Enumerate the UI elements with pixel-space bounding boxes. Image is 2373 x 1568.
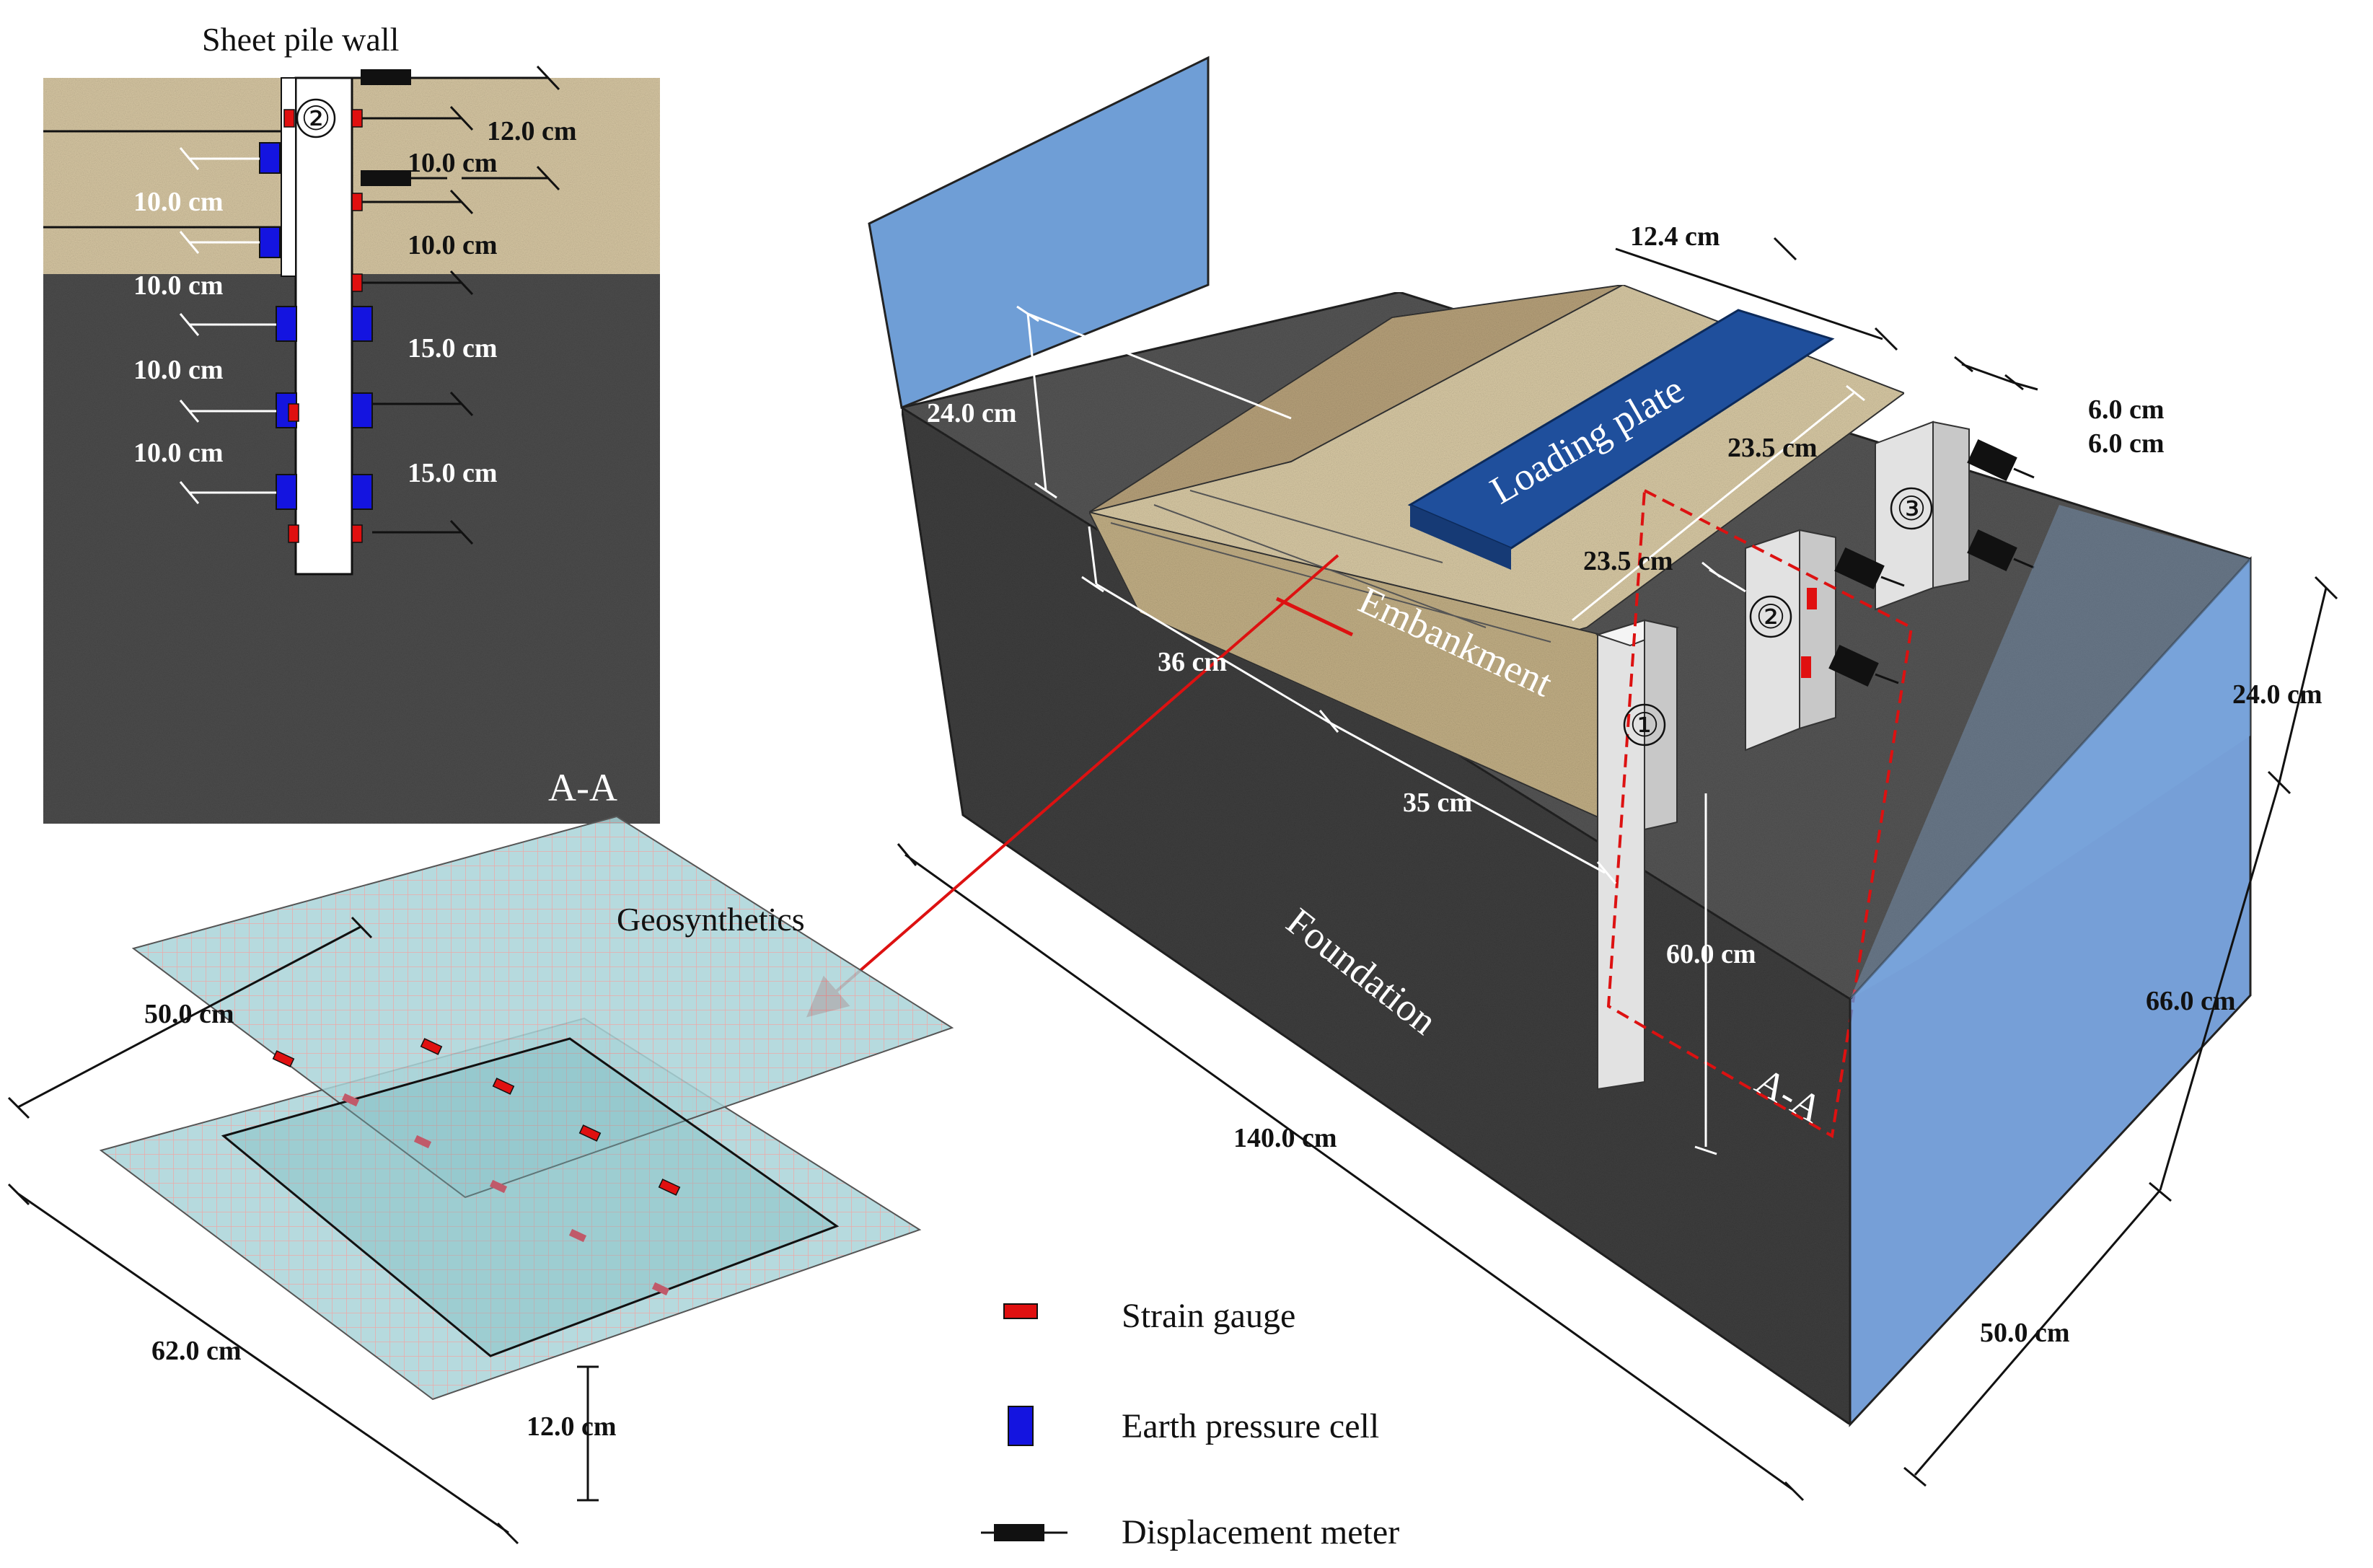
displacement-meter — [1967, 439, 2017, 481]
pile-number: ② — [1756, 599, 1785, 635]
embankment-slope — [1088, 284, 1624, 513]
dim-label: 23.5 cm — [1583, 546, 1673, 576]
dim-label: 24.0 cm — [2232, 679, 2323, 710]
legend-strain-label: Strain gauge — [1122, 1297, 1295, 1335]
dim-label: 10.0 cm — [133, 355, 224, 385]
strain-gauge — [1801, 656, 1811, 678]
dim-label: 12.4 cm — [1630, 221, 1720, 252]
dim-label: 10.0 cm — [133, 270, 224, 301]
legend-meter-icon — [994, 1524, 1044, 1541]
pressure-cell — [351, 306, 373, 342]
strain-gauge — [578, 1124, 602, 1142]
legend-pressure-icon — [1008, 1406, 1034, 1446]
dim-label: 15.0 cm — [408, 458, 498, 488]
geosynthetics-view: Geosynthetics 50.0 cm 62.0 cm 12.0 cm — [7, 815, 954, 1545]
dim-label: 10.0 cm — [408, 230, 498, 260]
dim-label: 23.5 cm — [1727, 433, 1818, 463]
strain-gauge — [288, 524, 299, 543]
model-view: Loading plate Embankment Foundation A-A … — [806, 56, 2338, 1502]
legend-strain-icon — [1003, 1303, 1038, 1319]
section-view: Sheet pile wall ② 12.0 cm 10.0 cm 10.0 c… — [43, 21, 660, 824]
sheet-pile-2 — [1745, 529, 1800, 752]
strain-gauge — [651, 1282, 670, 1296]
strain-gauge — [351, 193, 363, 211]
strain-gauge — [288, 403, 299, 422]
strain-gauge — [351, 273, 363, 292]
legend: Strain gauge Earth pressure cell Displac… — [981, 1297, 1399, 1551]
dim-label: 50.0 cm — [144, 999, 234, 1029]
pressure-cell — [259, 142, 281, 174]
geosynthetics-title: Geosynthetics — [617, 901, 805, 938]
section-title: Sheet pile wall — [202, 21, 399, 58]
strain-gauge — [272, 1050, 295, 1067]
dim-label: 10.0 cm — [133, 438, 224, 468]
pile-number: ③ — [1896, 490, 1926, 527]
dim-label: 50.0 cm — [1980, 1318, 2070, 1348]
section-pile-number: ② — [301, 100, 330, 137]
strain-gauge — [413, 1135, 432, 1149]
pressure-cell — [351, 392, 373, 428]
displacement-meter — [361, 170, 411, 186]
sheet-pile — [294, 76, 353, 576]
strain-gauge — [351, 109, 363, 128]
dim-label: 60.0 cm — [1666, 939, 1756, 969]
geosynthetic-layer-top — [131, 815, 954, 1199]
strain-gauge — [1807, 588, 1817, 609]
pressure-cell — [276, 474, 297, 510]
displacement-meter — [1967, 529, 2017, 571]
dim-label: 10.0 cm — [408, 148, 498, 178]
displacement-meter — [1834, 547, 1885, 589]
section-label: A-A — [548, 766, 617, 809]
dim-label: 15.0 cm — [408, 333, 498, 364]
strain-gauge — [283, 109, 295, 128]
dim-label: 36 cm — [1158, 647, 1227, 677]
dim-label: 62.0 cm — [151, 1336, 242, 1366]
legend-meter-label: Displacement meter — [1122, 1513, 1399, 1551]
dim-label: 140.0 cm — [1233, 1123, 1337, 1153]
dim-label: 35 cm — [1403, 788, 1472, 818]
strain-gauge — [568, 1228, 587, 1243]
displacement-meter — [361, 69, 411, 85]
pressure-cell — [351, 474, 373, 510]
displacement-meter — [1828, 645, 1879, 687]
dim-label: 12.0 cm — [487, 116, 577, 146]
dim-label: 12.0 cm — [527, 1411, 617, 1442]
dim-label: 24.0 cm — [927, 398, 1017, 428]
dim-label: 10.0 cm — [133, 187, 224, 217]
pressure-cell — [259, 226, 281, 258]
tank-back-wall — [868, 56, 1210, 410]
strain-gauge — [351, 524, 363, 543]
pressure-cell — [276, 306, 297, 342]
strain-gauge — [489, 1179, 508, 1194]
geosynthetic-inner-region — [221, 1037, 840, 1357]
dim-label: 6.0 cm — [2088, 428, 2165, 459]
strain-gauge — [658, 1179, 681, 1196]
strain-gauge — [420, 1038, 443, 1055]
strain-gauge — [492, 1078, 515, 1095]
sheet-pile-1 — [1597, 619, 1645, 1091]
legend-pressure-label: Earth pressure cell — [1122, 1407, 1379, 1445]
dim-label: 66.0 cm — [2146, 986, 2236, 1016]
section-cut-outline — [1606, 488, 1914, 1139]
pile-number: ① — [1629, 707, 1659, 744]
dim-label: 6.0 cm — [2088, 395, 2165, 425]
strain-gauge — [341, 1093, 360, 1107]
